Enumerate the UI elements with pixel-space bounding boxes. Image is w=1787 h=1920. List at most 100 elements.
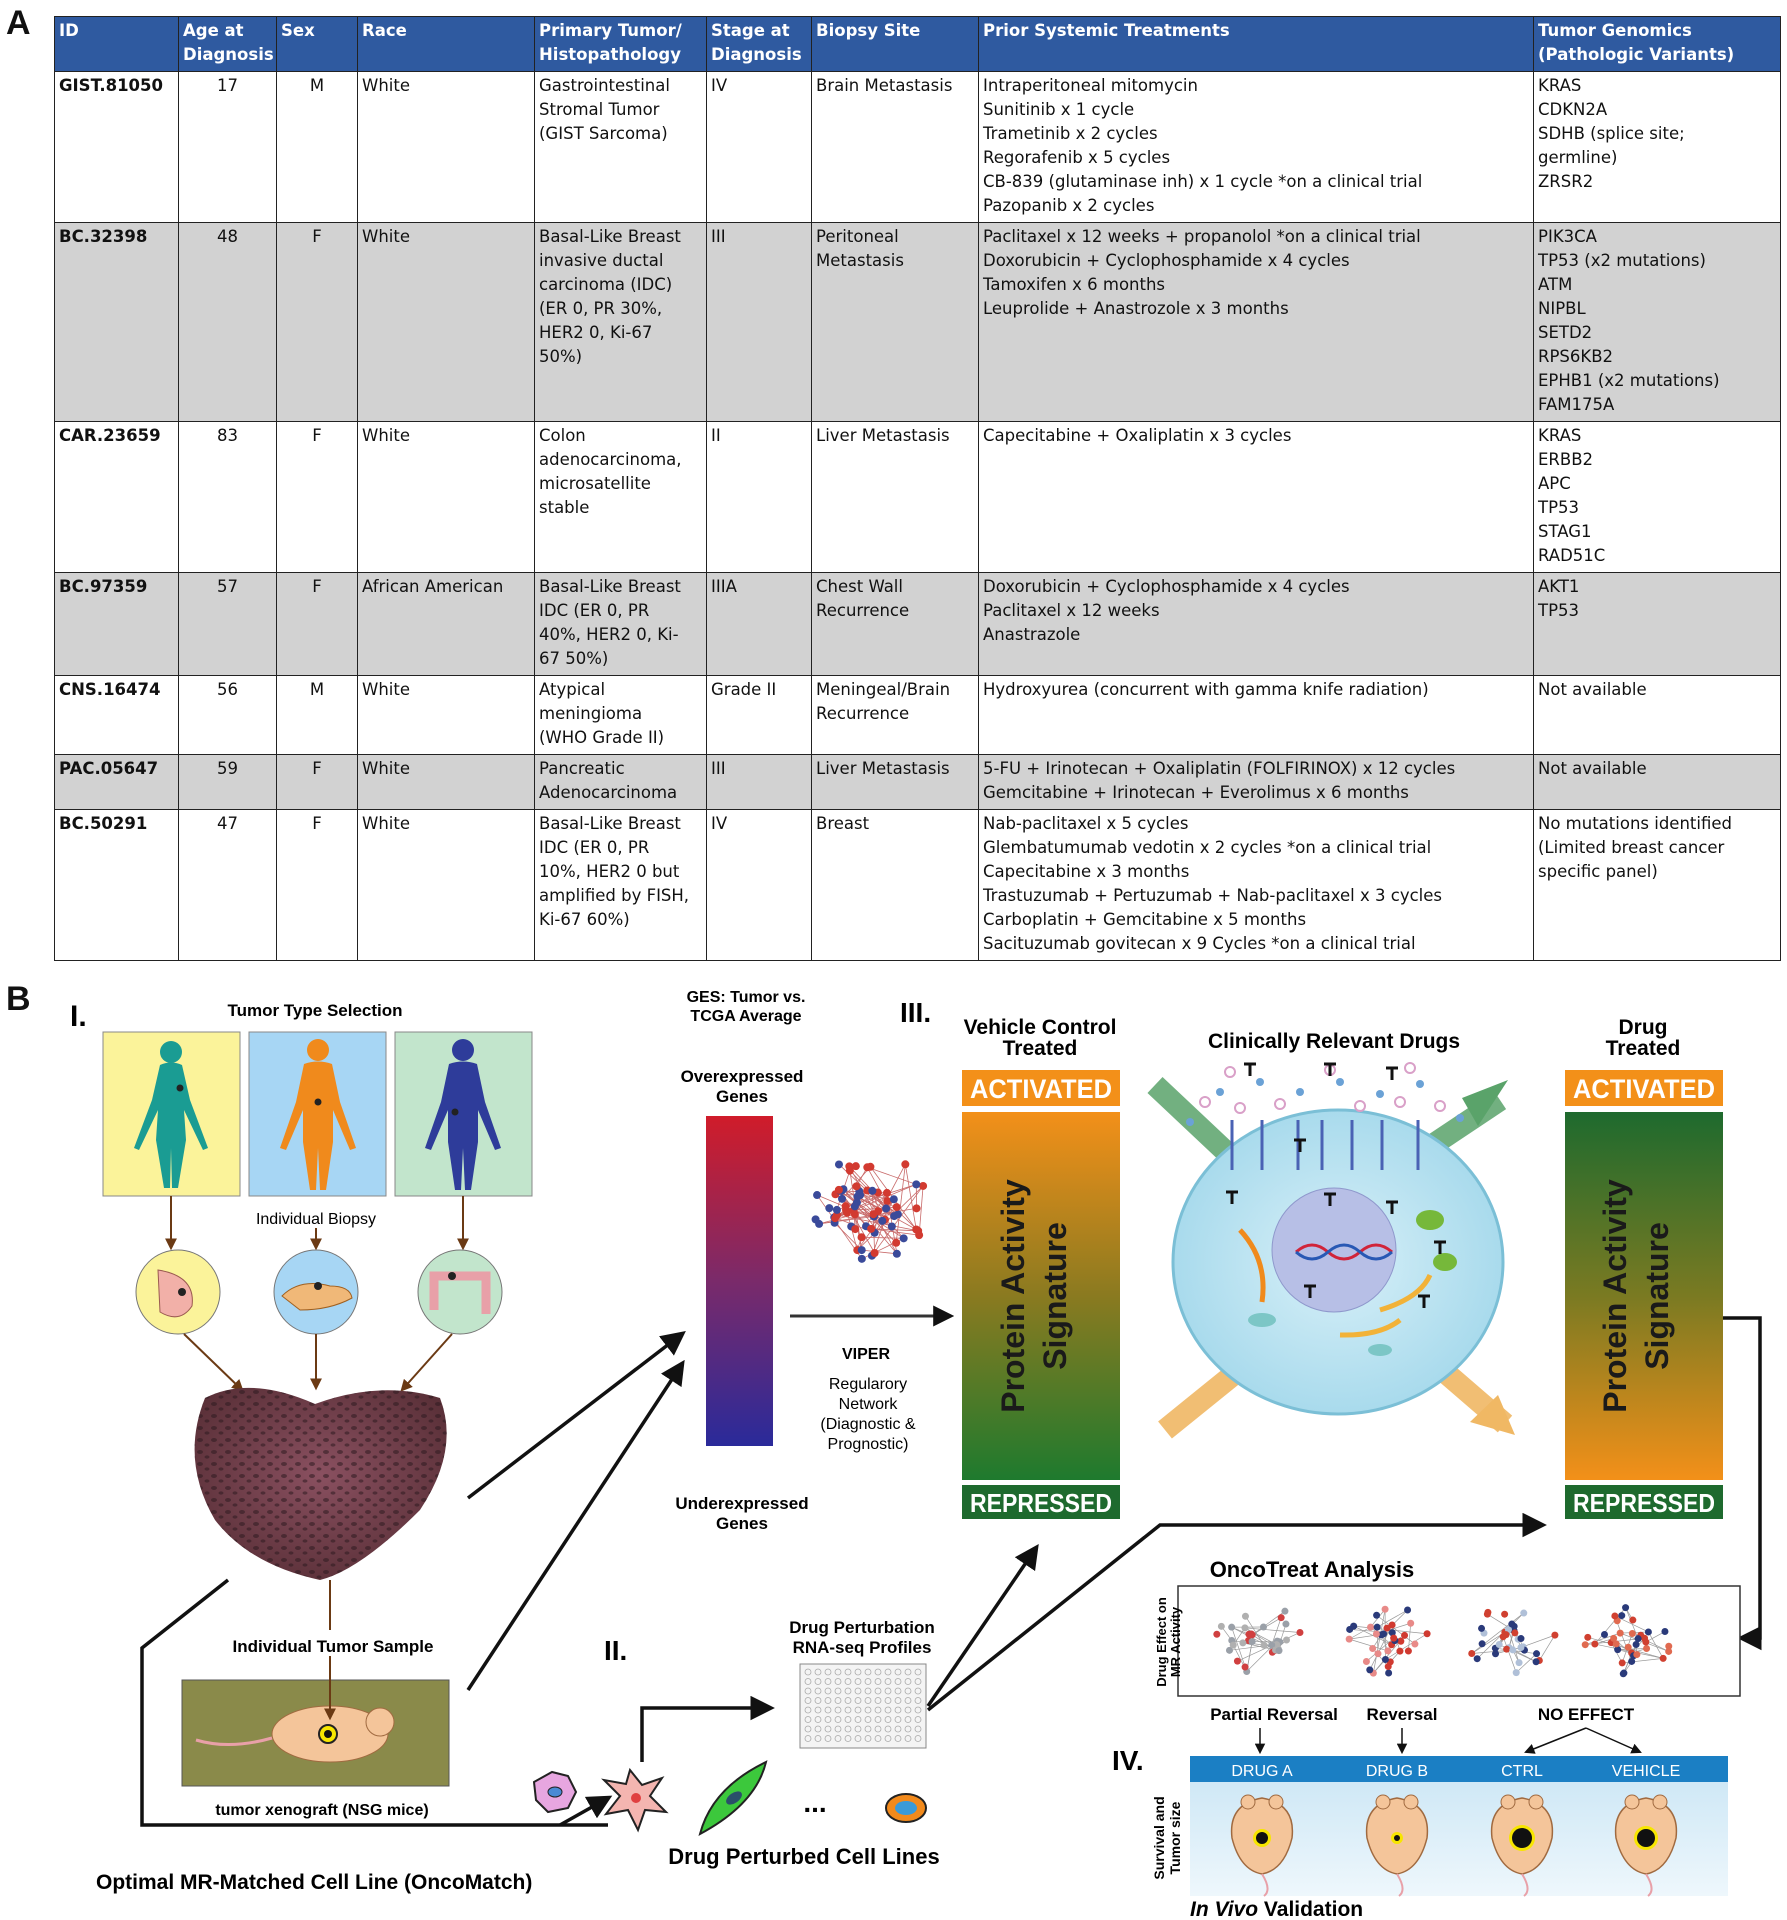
- patient-id-cell: CNS.16474: [54, 675, 179, 755]
- genomics-cell-line: RPS6KB2: [1538, 347, 1614, 366]
- treatments-cell: 5-FU + Irinotecan + Oxaliplatin (FOLFIRI…: [978, 754, 1534, 810]
- validation-text: Validation: [1258, 1898, 1363, 1920]
- male-body-panel: [248, 1031, 387, 1197]
- female-body-icon: [134, 1041, 208, 1188]
- arm-drug-b: DRUG B: [1366, 1763, 1428, 1780]
- ges-title-line2: TCGA Average: [690, 1008, 801, 1025]
- regulatory-line2: Network: [839, 1396, 899, 1413]
- tumor-sample-icon: [194, 1387, 447, 1580]
- biopsy-site-cell-line: Recurrence: [816, 601, 910, 620]
- tumor-cell-line: (WHO Grade II): [539, 728, 665, 747]
- treatments-cell-line: 5-FU + Irinotecan + Oxaliplatin (FOLFIRI…: [983, 759, 1456, 778]
- drug-repressed-box: [1565, 1485, 1723, 1519]
- age-cell: 17: [178, 71, 277, 223]
- breast-organ-icon: [135, 1249, 221, 1335]
- underexpressed-line2: Genes: [716, 1514, 768, 1533]
- male-body-icon: [280, 1039, 356, 1190]
- sex-cell: F: [276, 222, 358, 422]
- tumor-cell-line: Basal-Like Breast: [539, 814, 681, 833]
- regulatory-line1: Regularory: [829, 1376, 907, 1393]
- genomics-cell-line: ZRSR2: [1538, 172, 1594, 191]
- vehicle-signature-bar: [962, 1112, 1120, 1480]
- in-vivo-italic: In Vivo: [1190, 1898, 1258, 1920]
- stage-cell: Grade II: [706, 675, 812, 755]
- female-body-panel: [102, 1031, 241, 1197]
- treatments-cell-line: Sunitinib x 1 cycle: [983, 100, 1135, 119]
- biopsy-site-cell-line: Chest Wall: [816, 577, 903, 596]
- patient-id-cell: PAC.05647: [54, 754, 179, 810]
- treatments-cell-line: Tamoxifen x 6 months: [983, 275, 1166, 294]
- drug-perturbed-cell-lines-label: Drug Perturbed Cell Lines: [668, 1844, 939, 1869]
- panel-b-label: B: [6, 980, 31, 1018]
- genomics-cell-line: ATM: [1538, 275, 1573, 294]
- clinical-drugs-title: Clinically Relevant Drugs: [1208, 1030, 1460, 1053]
- oncotreat-workflow-diagram: I. Tumor Type Selection Individual Biops…: [70, 989, 1762, 1920]
- column-header-text: Primary Tumor/: [539, 21, 682, 40]
- genomics-cell-line: TP53: [1538, 601, 1580, 620]
- sex-cell: F: [276, 809, 358, 961]
- treatments-cell-line: Leuprolide + Anastrozole x 3 months: [983, 299, 1289, 318]
- genomics-cell-line: EPHB1 (x2 mutations): [1538, 371, 1720, 390]
- treatments-cell-line: Trastuzumab + Pertuzumab + Nab-paclitaxe…: [983, 886, 1442, 905]
- genomics-cell-line: RAD51C: [1538, 546, 1606, 565]
- drug-effect-line1: Drug Effect on: [1154, 1597, 1169, 1687]
- genomics-cell-line: FAM175A: [1538, 395, 1615, 414]
- genomics-cell-line: SETD2: [1538, 323, 1593, 342]
- drug-activated-box: [1565, 1070, 1723, 1106]
- regulatory-line4: Prognostic): [828, 1436, 909, 1453]
- stage-cell: IV: [706, 809, 812, 961]
- column-header: Primary Tumor/Histopathology: [534, 16, 707, 72]
- patient-id-cell: BC.32398: [54, 222, 179, 422]
- genomics-cell-line: AKT1: [1538, 577, 1580, 596]
- biopsy-site-cell: Liver Metastasis: [811, 754, 979, 810]
- genomics-cell-line: SDHB (splice site;: [1538, 124, 1685, 143]
- ellipsis: ...: [803, 1787, 826, 1818]
- treatments-cell: Doxorubicin + Cyclophosphamide x 4 cycle…: [978, 572, 1534, 676]
- genomics-cell-line: PIK3CA: [1538, 227, 1597, 246]
- column-header-text: Stage at: [711, 21, 790, 40]
- age-cell: 47: [178, 809, 277, 961]
- drug-effect-line2: MR Activity: [1168, 1606, 1183, 1677]
- genomics-cell-line: KRAS: [1538, 76, 1582, 95]
- treatments-cell-line: Pazopanib x 2 cycles: [983, 196, 1155, 215]
- tumor-cell-line: Colon: [539, 426, 586, 445]
- drug-title-line2: Treated: [1606, 1037, 1681, 1060]
- race-cell: White: [357, 421, 535, 573]
- stage-ii-label: II.: [604, 1635, 627, 1666]
- drug-signature-line1: Protein Activity: [1597, 1179, 1633, 1413]
- reversal-label: Reversal: [1367, 1705, 1438, 1724]
- treatments-cell-line: Regorafenib x 5 cycles: [983, 148, 1171, 167]
- oncomatch-label: Optimal MR-Matched Cell Line (OncoMatch): [96, 1871, 532, 1894]
- treatments-cell-line: Carboplatin + Gemcitabine x 5 months: [983, 910, 1307, 929]
- treatments-cell-line: Paclitaxel x 12 weeks: [983, 601, 1160, 620]
- treatments-cell-line: Capecitabine + Oxaliplatin x 3 cycles: [983, 426, 1292, 445]
- sex-cell: M: [276, 71, 358, 223]
- in-vivo-header-bar: [1190, 1756, 1728, 1782]
- treatments-cell-line: Doxorubicin + Cyclophosphamide x 4 cycle…: [983, 251, 1350, 270]
- column-header: Prior Systemic Treatments: [978, 16, 1534, 72]
- partial-reversal-label: Partial Reversal: [1210, 1705, 1338, 1724]
- column-header-text: Histopathology: [539, 45, 681, 64]
- biopsy-site-cell-line: Liver Metastasis: [816, 426, 950, 445]
- genomics-cell-line: TP53 (x2 mutations): [1538, 251, 1706, 270]
- viper-label: VIPER: [842, 1346, 890, 1363]
- tumor-cell-line: invasive ductal: [539, 251, 664, 270]
- vehicle-repressed-box: [962, 1485, 1120, 1519]
- vehicle-title-line2: Treated: [1003, 1037, 1078, 1060]
- genomics-cell-line: KRAS: [1538, 426, 1582, 445]
- treatments-cell-line: Glembatumumab vedotin x 2 cycles *on a c…: [983, 838, 1432, 857]
- column-header: Tumor Genomics(Pathologic Variants): [1533, 16, 1781, 72]
- column-header-text: (Pathologic Variants): [1538, 45, 1735, 64]
- treatments-cell-line: Sacituzumab govitecan x 9 Cycles *on a c…: [983, 934, 1416, 953]
- ges-title-line1: GES: Tumor vs.: [687, 989, 806, 1006]
- treatments-cell-line: Trametinib x 2 cycles: [983, 124, 1158, 143]
